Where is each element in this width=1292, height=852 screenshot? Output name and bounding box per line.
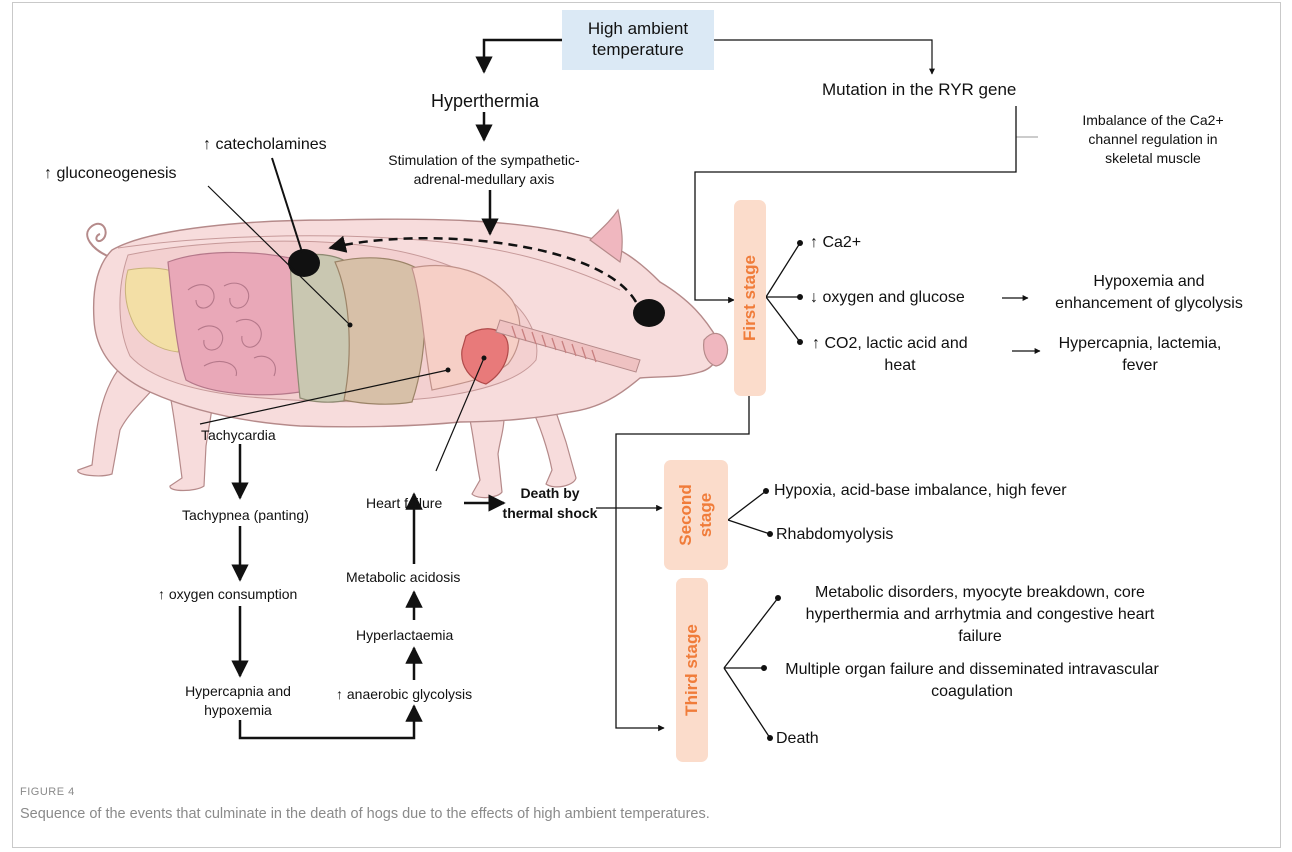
first-hypoxemia-line1: Hypoxemia and	[1032, 272, 1266, 292]
second-stage-label-1: Second	[676, 465, 696, 565]
hyperthermia: Hyperthermia	[431, 91, 539, 111]
figure-label: FIGURE 4	[20, 786, 75, 798]
adrenal-node	[288, 249, 320, 277]
hyperlactaemia: Hyperlactaemia	[356, 626, 453, 644]
heart-failure: Heart failure	[366, 494, 442, 512]
left-hypercapnia-line1: Hypercapnia and	[168, 682, 308, 700]
arrow-temp-hyperthermia	[484, 40, 562, 72]
first-co2-line2: heat	[812, 356, 988, 376]
third-multiple-line1: Multiple organ failure and disseminated …	[772, 660, 1172, 680]
third-metabolic-line2: hyperthermia and arrhytmia and congestiv…	[780, 605, 1180, 625]
arrow-temp-mutation	[714, 40, 932, 74]
second-hypoxia: Hypoxia, acid-base imbalance, high fever	[774, 481, 1067, 501]
third-metabolic-line1: Metabolic disorders, myocyte breakdown, …	[780, 583, 1180, 603]
imbalance-line2: channel regulation in	[1038, 130, 1268, 148]
second-branch	[728, 491, 770, 534]
acidosis: Metabolic acidosis	[346, 568, 460, 586]
imbalance-line3: skeletal muscle	[1038, 149, 1268, 167]
third-death: Death	[776, 729, 819, 749]
tachycardia: Tachycardia	[201, 426, 276, 444]
high-temp-line2: temperature	[562, 40, 714, 60]
mutation: Mutation in the RYR gene	[822, 80, 1016, 100]
stimulation-line2: adrenal-medullary axis	[364, 170, 604, 188]
pig-front-leg	[470, 418, 504, 498]
stimulation-line1: Stimulation of the sympathetic-	[364, 151, 604, 169]
pig-intestines	[168, 252, 307, 394]
death-line2: thermal shock	[500, 504, 600, 522]
imbalance-line1: Imbalance of the Ca2+	[1038, 111, 1268, 129]
third-stage-label: Third stage	[682, 610, 702, 730]
figure-caption: Sequence of the events that culminate in…	[20, 806, 710, 822]
first-oxygen: ↓ oxygen and glucose	[810, 288, 965, 308]
pig-liver	[335, 258, 425, 404]
left-hypercapnia-line2: hypoxemia	[168, 701, 308, 719]
gluconeogenesis: ↑ gluconeogenesis	[44, 164, 177, 184]
brain-node	[633, 299, 665, 327]
first-hypoxemia-line2: enhancement of glycolysis	[1032, 294, 1266, 314]
third-branch	[724, 598, 778, 738]
third-metabolic-line3: failure	[780, 627, 1180, 647]
pig-illustration	[78, 210, 728, 498]
first-hypercapnia-line1: Hypercapnia, lactemia,	[1040, 334, 1240, 354]
first-stage-label: First stage	[740, 238, 760, 358]
first-branch	[766, 243, 800, 342]
anaerobic: ↑ anaerobic glycolysis	[336, 685, 472, 703]
oxygen-consumption: ↑ oxygen consumption	[158, 585, 297, 603]
second-stage-label-2: stage	[696, 465, 716, 565]
catecholamines: ↑ catecholamines	[203, 135, 327, 155]
high-temp-line1: High ambient	[562, 19, 714, 39]
first-hypercapnia-line2: fever	[1040, 356, 1240, 376]
second-rhabdo: Rhabdomyolysis	[776, 525, 893, 545]
tachypnea: Tachypnea (panting)	[182, 506, 309, 524]
pig-tail	[87, 224, 112, 258]
death-line1: Death by	[500, 484, 600, 502]
first-ca: ↑ Ca2+	[810, 233, 861, 253]
third-multiple-line2: coagulation	[772, 682, 1172, 702]
first-co2-line1: ↑ CO2, lactic acid and	[812, 334, 968, 354]
